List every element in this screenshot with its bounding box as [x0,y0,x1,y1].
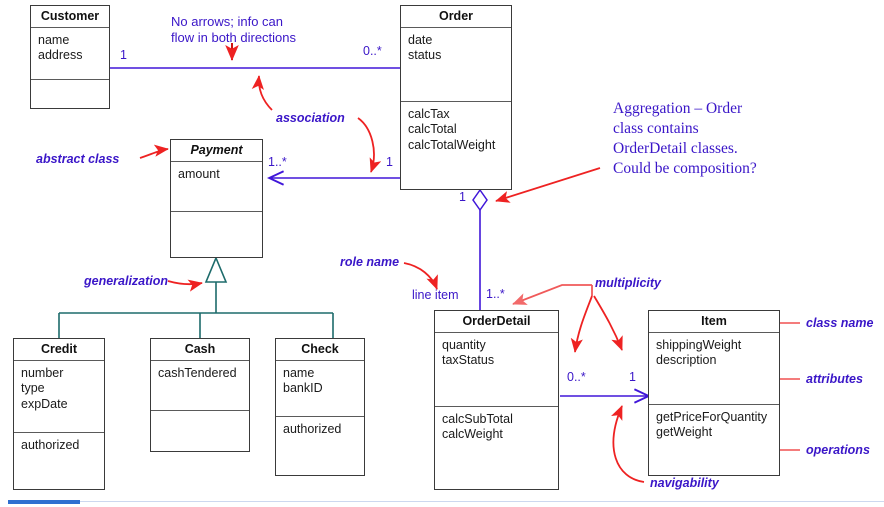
operation-row: getPriceForQuantity [656,410,768,424]
annotation-attributes: attributes [806,372,863,386]
operation-row: authorized [21,438,80,452]
note-aggregation-line3: OrderDetail classes. [613,140,738,157]
class-box-payment[interactable]: Payment amount [170,139,263,258]
attribute-row: date [408,33,433,47]
class-attributes-payment: amount [171,162,262,212]
attribute-row: status [408,48,442,63]
class-box-credit[interactable]: Credit number type expDate authorized [13,338,105,490]
class-attributes-orderdetail: quantity taxStatus [435,333,558,407]
note-aggregation-line2: class contains [613,120,699,137]
operation-row: calcTotalWeight [408,137,496,152]
operation-row: calcTotal [408,122,457,137]
attribute-row: number [21,366,64,380]
attribute-row: address [38,48,83,63]
annotation-role-name: role name [340,255,400,269]
annotation-class-name: class name [806,316,874,330]
attribute-row: taxStatus [442,353,495,368]
attribute-row: expDate [21,396,68,411]
annotation-multiplicity: multiplicity [595,276,661,290]
attribute-row: type [21,381,45,396]
class-attributes-cash: cashTendered [151,361,249,411]
attribute-row: amount [178,167,220,181]
class-name-cash: Cash [151,339,249,361]
multiplicity-item-left: 1 [629,370,636,384]
attribute-row: name [38,33,70,47]
bottom-accent-bar [8,500,80,504]
class-operations-credit: authorized [14,433,104,489]
operation-row: calcTax [408,107,450,121]
note-no-arrows-line1: No arrows; info can [171,14,283,29]
operation-row: calcSubTotal [442,412,513,426]
class-name-customer: Customer [31,6,109,28]
attribute-row: quantity [442,338,486,352]
multiplicity-order-end: 0..* [363,44,382,58]
class-attributes-order: date status [401,28,511,102]
multiplicity-order-payment-end: 1 [386,155,393,169]
class-attributes-check: name bankID [276,361,364,417]
operation-row: calcWeight [442,427,503,442]
attribute-row: description [656,353,717,368]
class-name-item: Item [649,311,779,333]
class-box-orderdetail[interactable]: OrderDetail quantity taxStatus calcSubTo… [434,310,559,490]
class-name-orderdetail: OrderDetail [435,311,558,333]
annotation-generalization: generalization [84,274,169,288]
note-aggregation-line4: Could be composition? [613,160,757,177]
operation-row: authorized [283,422,342,436]
class-operations-item: getPriceForQuantity getWeight [649,405,779,477]
attribute-row: bankID [283,381,323,396]
annotation-operations: operations [806,443,870,457]
annotation-navigability: navigability [650,476,719,490]
attribute-row: name [283,366,315,380]
bottom-divider [8,501,884,502]
multiplicity-orderdetail-right: 0..* [567,370,586,384]
class-operations-cash [151,411,249,460]
attribute-row: shippingWeight [656,338,742,352]
multiplicity-payment-end: 1..* [268,155,287,169]
operation-row: getWeight [656,425,713,440]
class-box-item[interactable]: Item shippingWeight description getPrice… [648,310,780,476]
multiplicity-customer-end: 1 [120,48,127,62]
attribute-row: cashTendered [158,366,237,380]
class-box-cash[interactable]: Cash cashTendered [150,338,250,452]
multiplicity-orderdetail-upper: 1..* [486,287,505,301]
class-box-customer[interactable]: Customer name address [30,5,110,109]
class-operations-payment [171,212,262,265]
class-attributes-item: shippingWeight description [649,333,779,405]
annotation-abstract-class: abstract class [36,152,120,166]
class-name-check: Check [276,339,364,361]
class-operations-check: authorized [276,417,364,474]
class-attributes-customer: name address [31,28,109,80]
class-operations-customer [31,80,109,121]
class-box-check[interactable]: Check name bankID authorized [275,338,365,476]
annotation-association: association [276,111,345,125]
class-name-payment: Payment [171,140,262,162]
role-name-line-item: line item [412,288,459,302]
class-attributes-credit: number type expDate [14,361,104,433]
class-name-credit: Credit [14,339,104,361]
note-no-arrows-line2: flow in both directions [171,30,297,45]
class-box-order[interactable]: Order date status calcTax calcTotal calc… [400,5,512,190]
note-aggregation-line1: Aggregation – Order [613,100,743,117]
class-operations-order: calcTax calcTotal calcTotalWeight [401,102,511,191]
class-name-order: Order [401,6,511,28]
multiplicity-aggregation-order-end: 1 [459,190,466,204]
class-operations-orderdetail: calcSubTotal calcWeight [435,407,558,491]
